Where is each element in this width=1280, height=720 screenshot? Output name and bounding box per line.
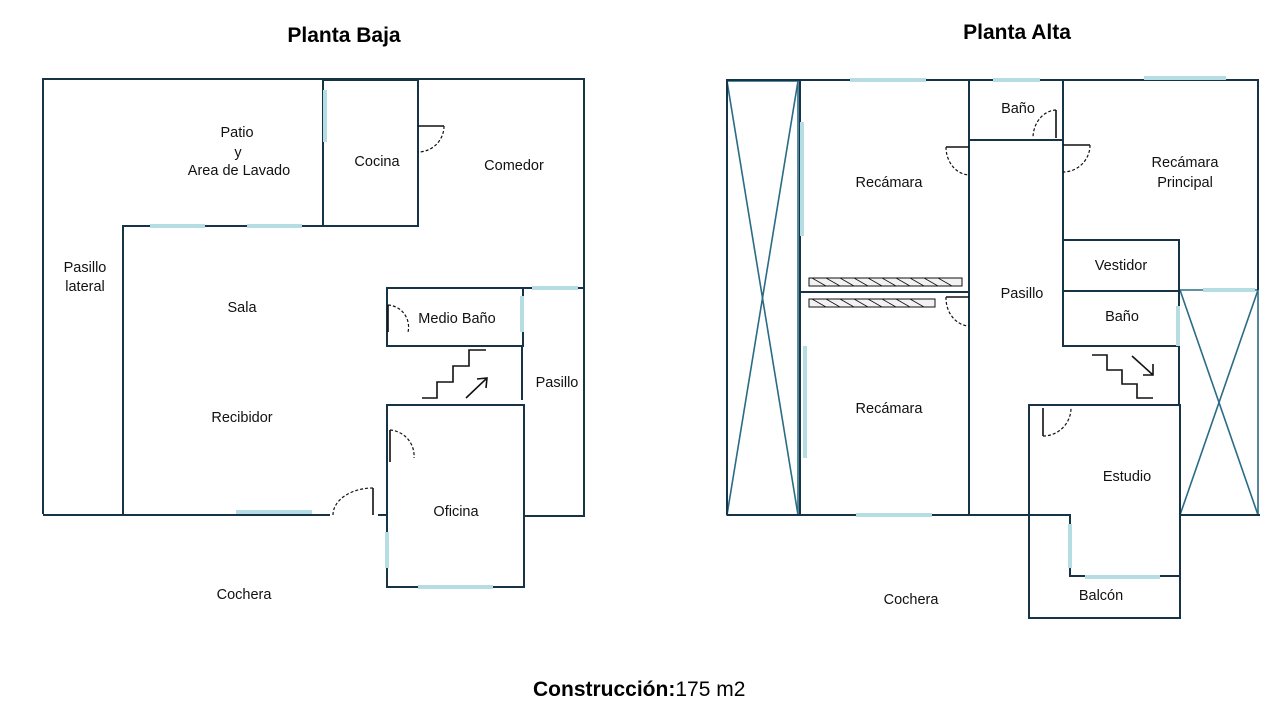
construction-label: Construcción: <box>533 678 675 701</box>
room-label-cocina: Cocina <box>354 154 400 170</box>
room-label-patio-3: Area de Lavado <box>188 163 290 179</box>
ground-floor-doors <box>332 125 445 516</box>
room-label-balcon: Balcón <box>1079 588 1123 604</box>
construction-area: Construcción:175 m2 <box>533 678 745 701</box>
room-label-cochera: Cochera <box>217 587 273 603</box>
room-label-comedor: Comedor <box>484 158 544 174</box>
room-label-recibidor: Recibidor <box>211 410 272 426</box>
room-label-medio-bano: Medio Baño <box>418 311 495 327</box>
upper-floor-doors <box>945 109 1091 437</box>
room-label-bano-mid: Baño <box>1105 309 1139 325</box>
ground-floor-labels: Patio y Area de Lavado Cocina Comedor Pa… <box>64 125 579 603</box>
room-label-pasillo-upper: Pasillo <box>1001 286 1044 302</box>
upper-floor-labels: Baño Recámara Recámara Principal Vestido… <box>856 101 1220 608</box>
room-label-pasillo: Pasillo <box>536 375 579 391</box>
upper-floor-windows <box>800 76 1255 579</box>
room-label-patio-2: y <box>234 145 242 161</box>
room-label-patio-1: Patio <box>220 125 253 141</box>
ground-floor-stairs <box>422 349 488 399</box>
room-label-sala: Sala <box>227 300 257 316</box>
svg-text:Construcción:175 m2: Construcción:175 m2 <box>533 678 745 701</box>
construction-value: 175 m2 <box>675 678 745 701</box>
ground-floor-title: Planta Baja <box>287 24 401 47</box>
room-label-recamara-bottom: Recámara <box>856 401 924 417</box>
room-label-recamara-principal-2: Principal <box>1157 175 1213 191</box>
room-label-bano-top: Baño <box>1001 101 1035 117</box>
upper-floor-plan: Baño Recámara Recámara Principal Vestido… <box>726 76 1260 619</box>
room-label-pasillo-lateral-2: lateral <box>65 279 105 295</box>
room-label-cochera-upper: Cochera <box>884 592 940 608</box>
upper-floor-closets <box>808 277 963 308</box>
room-label-oficina: Oficina <box>433 504 479 520</box>
room-label-estudio: Estudio <box>1103 469 1151 485</box>
ground-floor-windows <box>150 90 578 589</box>
ground-floor-walls <box>42 78 585 588</box>
room-label-pasillo-lateral-1: Pasillo <box>64 260 107 276</box>
room-label-recamara-principal-1: Recámara <box>1152 155 1220 171</box>
room-label-vestidor: Vestidor <box>1095 258 1148 274</box>
ground-floor-plan: Patio y Area de Lavado Cocina Comedor Pa… <box>42 78 585 603</box>
upper-floor-stairs <box>1092 354 1154 399</box>
room-label-recamara-top: Recámara <box>856 175 924 191</box>
upper-floor-title: Planta Alta <box>963 21 1071 44</box>
